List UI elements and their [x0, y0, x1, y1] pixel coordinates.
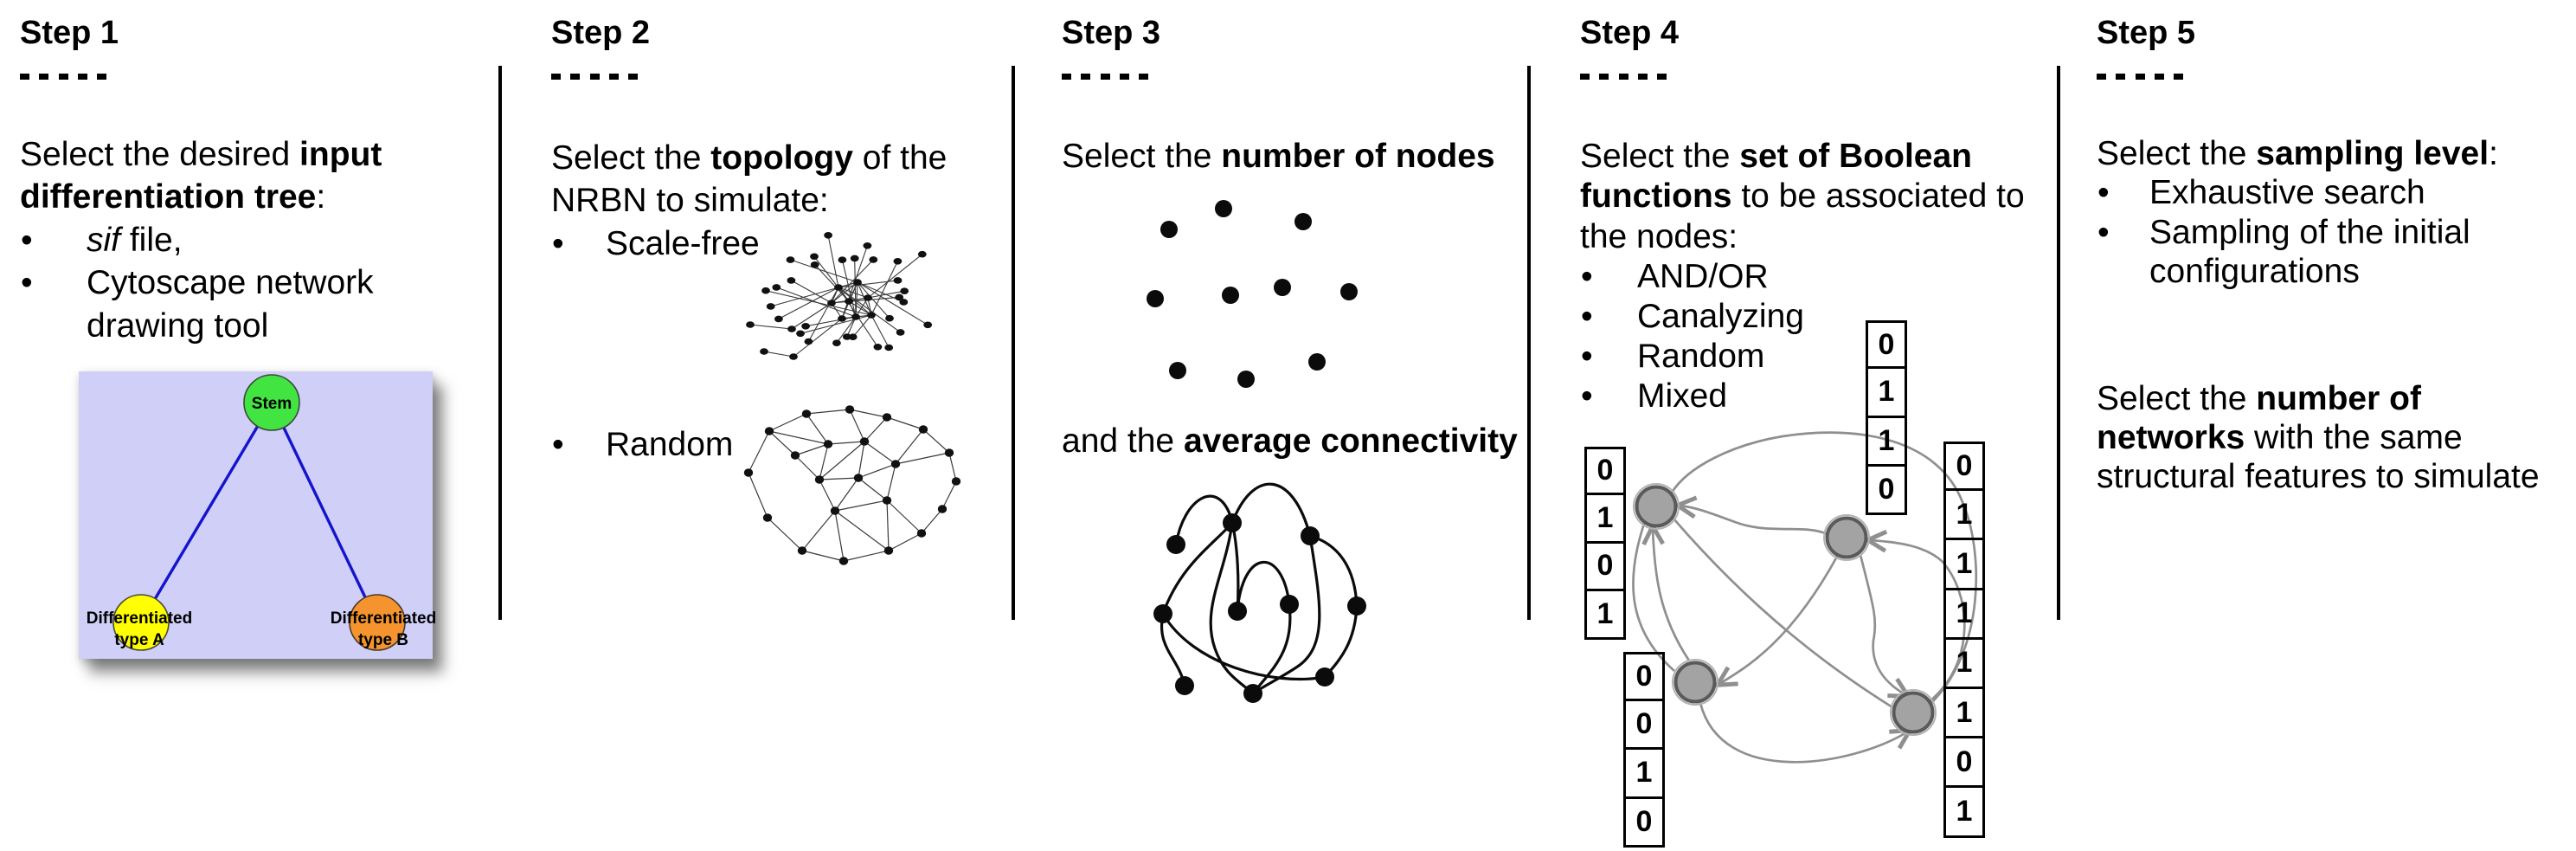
svg-text:type B: type B — [358, 631, 408, 649]
svg-text:Stem: Stem — [252, 395, 292, 413]
svg-text:Differentiated: Differentiated — [87, 609, 192, 628]
svg-text:Differentiated: Differentiated — [331, 609, 436, 628]
svg-text:type A: type A — [114, 631, 164, 649]
